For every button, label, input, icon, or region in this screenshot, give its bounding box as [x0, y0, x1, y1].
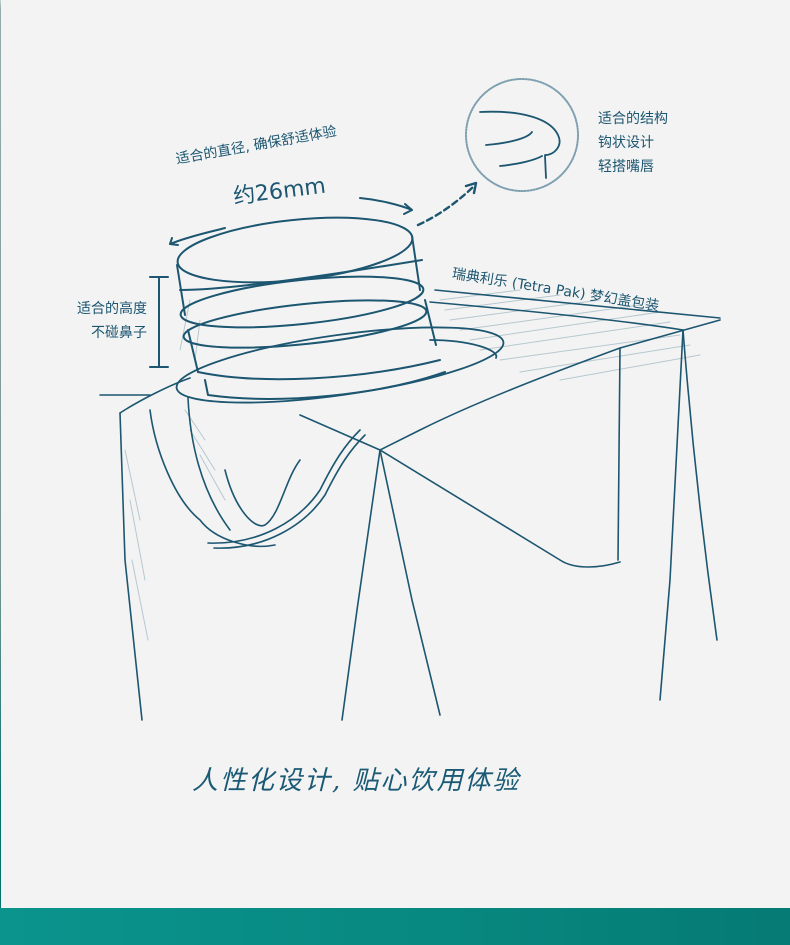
structure-line-3: 轻搭嘴唇	[598, 159, 654, 175]
structure-caption: 适合的结构 钩状设计 轻搭嘴唇	[598, 107, 668, 179]
height-caption: 适合的高度 不碰鼻子	[62, 297, 147, 345]
paper-panel	[1, 0, 790, 908]
height-line-2: 不碰鼻子	[91, 325, 147, 341]
carton-sketch-illustration	[99, 78, 721, 721]
height-line-1: 适合的高度	[77, 301, 147, 317]
footer-band	[0, 908, 790, 945]
structure-line-2: 钩状设计	[598, 135, 654, 151]
slogan-handwritten: 人性化设计, 贴心饮用体验	[192, 766, 521, 796]
structure-line-1: 适合的结构	[598, 111, 668, 127]
